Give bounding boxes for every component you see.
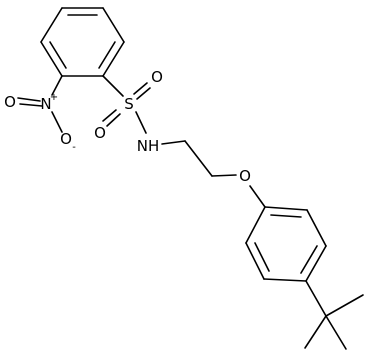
bond bbox=[102, 75, 124, 97]
bond bbox=[102, 109, 117, 122]
bond bbox=[51, 111, 63, 133]
double-bond-inner bbox=[49, 41, 67, 69]
bond bbox=[245, 206, 266, 244]
atom-label-ether-o: O bbox=[239, 167, 251, 185]
bond bbox=[306, 209, 327, 247]
bond bbox=[245, 242, 265, 280]
nitrophenyl-ring bbox=[40, 7, 125, 77]
bond bbox=[249, 185, 266, 208]
bond bbox=[305, 245, 327, 282]
sulfonyl-group bbox=[102, 75, 151, 134]
atom-label-sulfur: S bbox=[124, 95, 134, 113]
nitro-group bbox=[17, 75, 63, 133]
atom-label-nitro-o-minus: O bbox=[60, 130, 72, 148]
bond bbox=[135, 111, 147, 134]
atom-label-sulfonyl-o-right: O bbox=[151, 68, 163, 86]
double-bond-inner bbox=[98, 41, 116, 69]
charge-minus: - bbox=[72, 142, 76, 153]
bond bbox=[133, 82, 148, 95]
atom-label-nitro-o-double: O bbox=[4, 93, 16, 111]
bond bbox=[305, 280, 327, 317]
tert-butylphenyl-ring bbox=[245, 206, 327, 282]
bond bbox=[184, 140, 213, 177]
tert-butyl-group bbox=[304, 280, 364, 350]
bond bbox=[19, 103, 43, 107]
ethoxy-linker bbox=[161, 140, 266, 208]
double-bond-inner bbox=[300, 245, 318, 274]
bond bbox=[106, 113, 121, 127]
bond bbox=[325, 315, 347, 350]
bond bbox=[136, 87, 151, 100]
bond bbox=[304, 315, 327, 349]
bond bbox=[263, 278, 307, 282]
bond bbox=[51, 75, 63, 96]
atom-label-sulfonyl-o-left: O bbox=[94, 124, 106, 142]
bond bbox=[102, 41, 125, 77]
bond bbox=[211, 174, 237, 177]
bond bbox=[161, 140, 186, 145]
bond bbox=[40, 7, 63, 43]
bond bbox=[40, 41, 63, 77]
bond bbox=[264, 206, 308, 211]
bond bbox=[325, 294, 364, 317]
atom-labels: N + O O - S O O NH O bbox=[4, 68, 251, 185]
bond bbox=[102, 7, 125, 43]
atom-label-nitro-n: N bbox=[40, 95, 51, 113]
double-bond-inner bbox=[270, 214, 302, 218]
atom-label-amine: NH bbox=[137, 137, 160, 155]
double-bond-inner bbox=[254, 242, 270, 272]
bond bbox=[17, 97, 41, 102]
charge-plus: + bbox=[50, 92, 58, 103]
